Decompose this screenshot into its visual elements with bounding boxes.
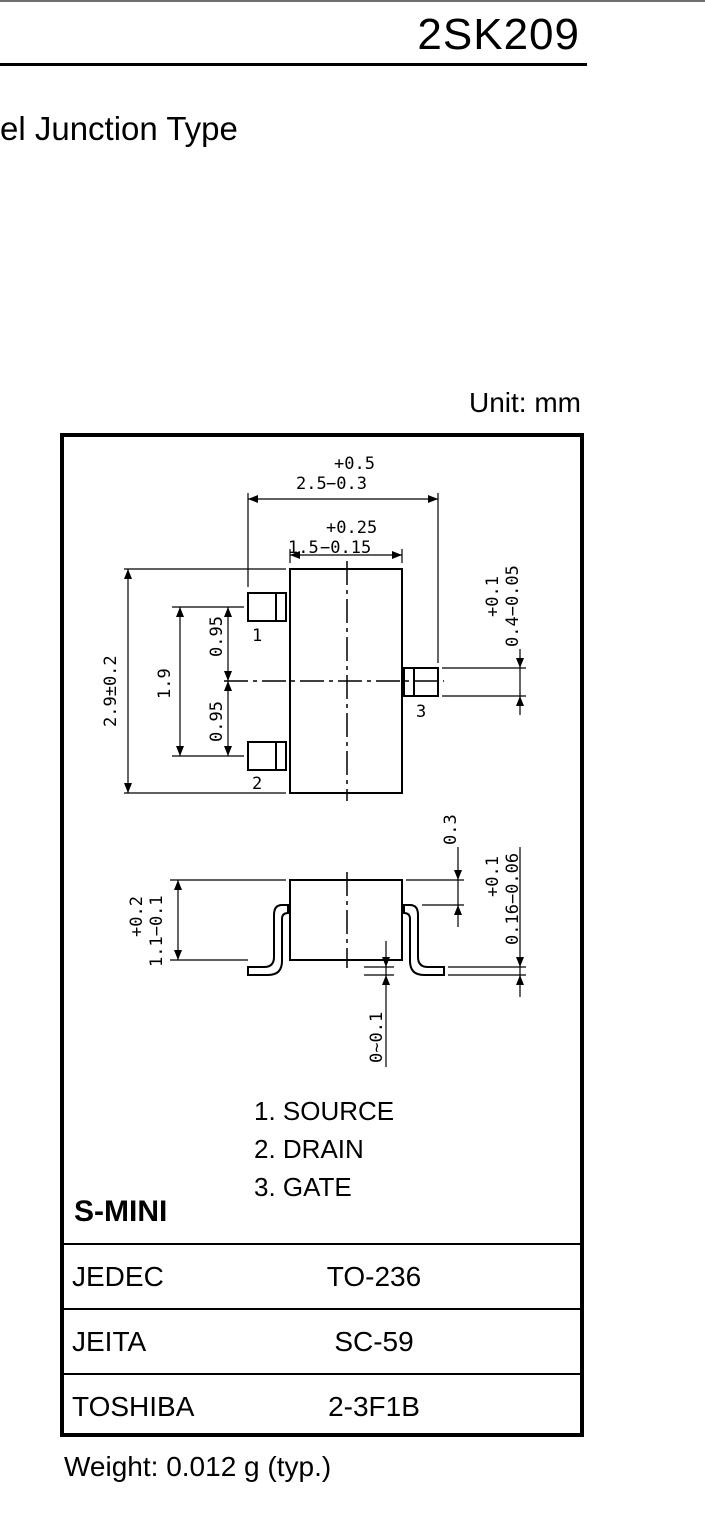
dim-lead-thickness-tol: +0.1 — [483, 856, 503, 897]
package-outline-frame: +0.5 2.5 −0.3 +0.25 1.5 −0.15 2.9±0.2 1.… — [60, 433, 584, 1438]
dimension-labels: +0.5 2.5 −0.3 +0.25 1.5 −0.15 2.9±0.2 1.… — [101, 454, 523, 1063]
dim-pitch: 1.9 — [155, 668, 175, 699]
standard-name: JEDEC — [64, 1243, 252, 1309]
dim-top-width-tol-minus: −0.3 — [326, 474, 367, 494]
dim-standoff: 0~0.1 — [367, 1012, 387, 1063]
standard-value: 2-3F1B — [252, 1373, 580, 1438]
standard-name: TOSHIBA — [64, 1373, 252, 1438]
pin-label-3: 3 — [416, 702, 426, 722]
dim-half-pitch-bottom: 0.95 — [207, 701, 227, 742]
lead-3 — [403, 667, 439, 697]
table-row: JEDEC TO-236 — [64, 1243, 580, 1309]
side-view-body — [289, 879, 403, 961]
standard-value: TO-236 — [252, 1243, 580, 1309]
top-view-body — [289, 568, 403, 794]
package-standards-table: JEDEC TO-236 JEITA SC-59 TOSHIBA 2-3F1B — [64, 1243, 580, 1438]
dim-height-total: 2.9±0.2 — [101, 655, 121, 727]
side-lead-right — [403, 904, 445, 976]
pin-3-assignment: 3. GATE — [254, 1172, 352, 1202]
dim-lead-thickness: 0.16−0.06 — [503, 853, 523, 945]
side-lead-left — [247, 904, 289, 976]
lead-1 — [247, 592, 287, 622]
unit-label: Unit: mm — [469, 387, 581, 418]
package-drawing — [124, 493, 526, 1067]
table-row: TOSHIBA 2-3F1B — [64, 1373, 580, 1438]
pin-2-assignment: 2. DRAIN — [254, 1134, 364, 1164]
dim-lead-offset: 0.3 — [441, 814, 461, 845]
dim-body-height-tol: +0.2 — [127, 896, 147, 937]
dim-half-pitch-top: 0.95 — [207, 616, 227, 657]
weight-note: Weight: 0.012 g (typ.) — [64, 1451, 332, 1482]
pin-label-2: 2 — [252, 774, 262, 794]
pin-label-1: 1 — [252, 626, 262, 646]
dim-lead-width: 0.4−0.05 — [503, 565, 523, 647]
dim-body-width-tol-plus: +0.25 — [326, 518, 377, 538]
dim-body-height: 1.1−0.1 — [147, 895, 167, 967]
dim-body-width: 1.5 — [288, 538, 319, 558]
dim-lead-width-tol: +0.1 — [483, 576, 503, 617]
dim-top-width: 2.5 — [296, 474, 327, 494]
top-rule — [0, 0, 705, 2]
pin-1-assignment: 1. SOURCE — [254, 1096, 395, 1126]
lead-2 — [247, 741, 287, 771]
standard-value: SC-59 — [252, 1308, 580, 1374]
dim-top-width-tol-plus: +0.5 — [334, 454, 375, 474]
title-rule — [0, 63, 587, 66]
pin-assignment-list: 1. SOURCE 2. DRAIN 3. GATE — [254, 1092, 394, 1206]
standard-name: JEITA — [64, 1308, 252, 1374]
package-name: S-MINI — [74, 1195, 168, 1228]
table-row: JEITA SC-59 — [64, 1308, 580, 1374]
part-number: 2SK209 — [417, 10, 580, 59]
device-type-subtitle: el Junction Type — [0, 110, 238, 147]
dim-body-width-tol-minus: −0.15 — [320, 538, 371, 558]
